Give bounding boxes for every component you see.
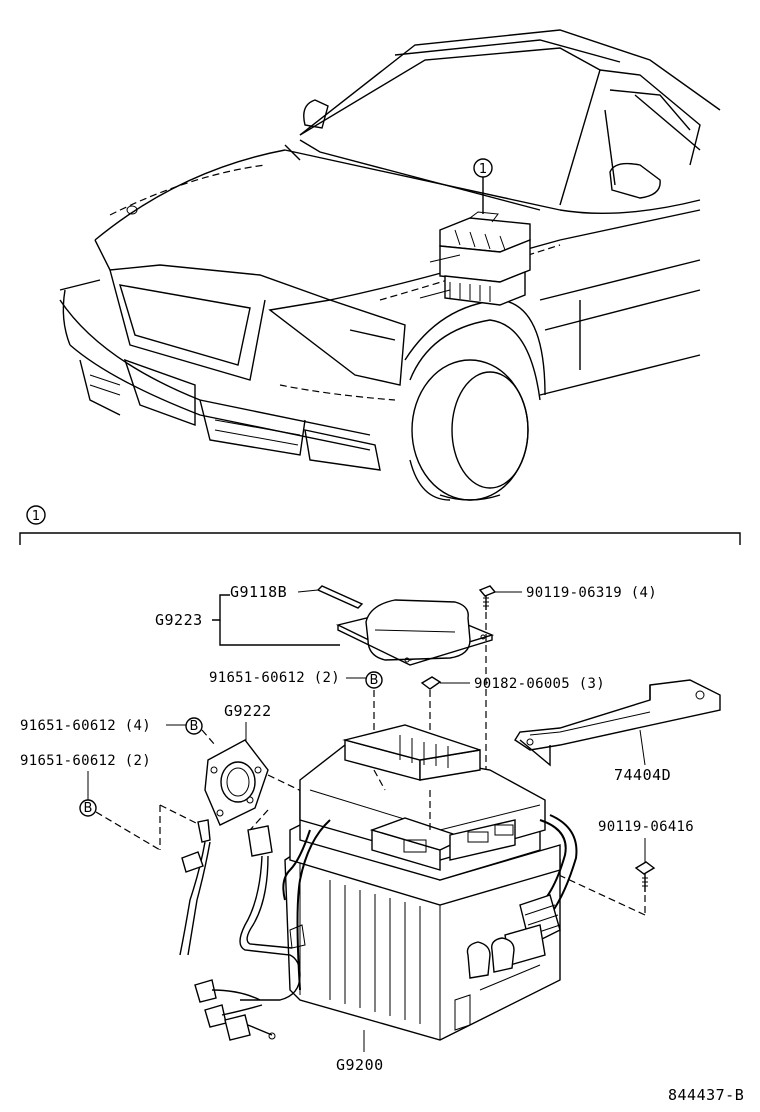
label-g9223: G9223 xyxy=(155,611,203,629)
label-g9200-group: G9200 xyxy=(336,1030,384,1074)
label-g9222: G9222 xyxy=(224,702,272,720)
part-bolt-91651-60612-c: 91651-60612 (2) B xyxy=(20,753,201,851)
figure-id: 844437-B xyxy=(668,1086,744,1104)
callout-top: 1 xyxy=(473,158,493,214)
callout-section-label: 1 xyxy=(32,509,40,524)
callout-top-label: 1 xyxy=(479,162,487,177)
part-g9200-actuator xyxy=(194,724,578,1041)
badge-b-3: B xyxy=(84,801,93,816)
part-g9118b: G9118B xyxy=(230,583,364,609)
label-g9118b: G9118B xyxy=(230,583,287,601)
label-90182-06005: 90182-06005 (3) xyxy=(474,676,605,692)
label-g9200: G9200 xyxy=(336,1056,384,1074)
car-illustration xyxy=(59,29,721,501)
part-bolt-91651-60612-a: 91651-60612 (2) B xyxy=(209,670,383,770)
label-74404d: 74404D xyxy=(614,766,671,784)
part-bolt-90119-06416: 90119-06416 xyxy=(504,819,694,916)
badge-b-2: B xyxy=(190,719,199,734)
label-90119-06319: 90119-06319 (4) xyxy=(526,585,657,601)
part-74404d: 74404D xyxy=(514,679,721,784)
assembly-lines xyxy=(249,769,431,831)
ground-strap xyxy=(179,819,211,956)
label-91651-60612-2b: 91651-60612 (2) xyxy=(20,753,151,769)
part-g9222: G9222 xyxy=(204,702,321,826)
badge-b-1: B xyxy=(370,673,379,688)
part-g9223: G9223 xyxy=(155,594,495,666)
part-bolt-90119-06319: 90119-06319 (4) xyxy=(478,585,657,800)
label-91651-60612-2a: 91651-60612 (2) xyxy=(209,670,340,686)
section-header: 1 xyxy=(19,505,741,545)
label-91651-60612-4: 91651-60612 (4) xyxy=(20,718,151,734)
part-bolt-91651-60612-b: 91651-60612 (4) B xyxy=(20,717,216,746)
label-90119-06416: 90119-06416 xyxy=(598,819,694,835)
abs-actuator-in-car xyxy=(419,211,531,306)
